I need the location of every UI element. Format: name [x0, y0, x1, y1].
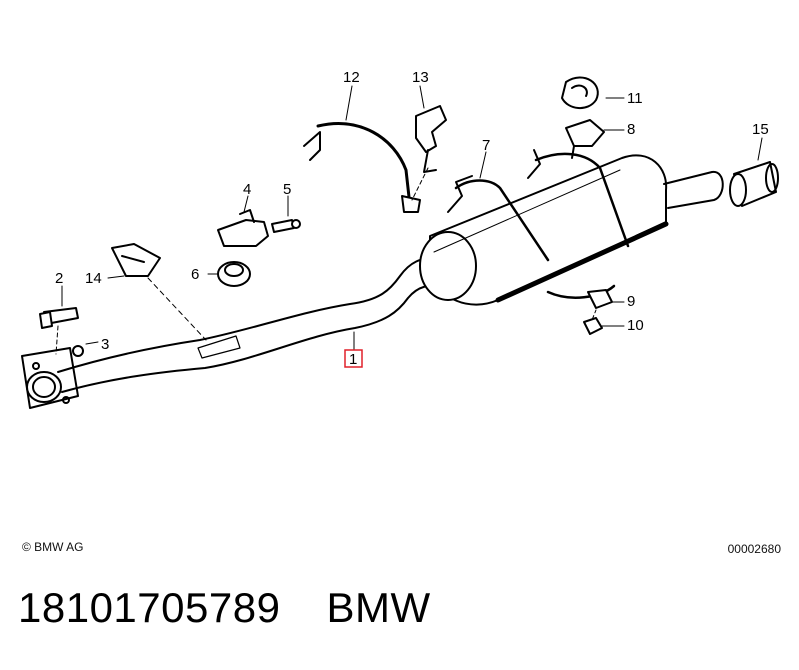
bracket-8 — [565, 119, 605, 159]
callout-6[interactable]: 6 — [191, 266, 199, 283]
nut-10 — [583, 317, 603, 335]
callout-14[interactable]: 14 — [85, 270, 102, 287]
sleeve-15 — [729, 161, 779, 207]
bracket-4 — [217, 209, 269, 247]
part-caption: 18101705789 BMW — [18, 584, 431, 632]
callout-1[interactable]: 1 — [349, 351, 357, 368]
callout-7[interactable]: 7 — [482, 137, 490, 154]
copyright-label: © BMW AG — [22, 540, 84, 554]
clip-14 — [111, 243, 161, 277]
bolt-2 — [39, 307, 79, 329]
exhaust-parts-diagram: 1 2 3 4 5 6 7 8 9 10 11 12 13 14 15 — [21, 69, 779, 409]
bracket-12 — [303, 122, 421, 213]
callout-10[interactable]: 10 — [627, 317, 644, 334]
bracket-13 — [415, 105, 447, 173]
rubber-mount-6 — [217, 261, 251, 287]
bolt-5 — [271, 219, 301, 233]
callout-1-highlight — [344, 349, 363, 368]
callout-15[interactable]: 15 — [752, 121, 769, 138]
clamp-11 — [561, 76, 599, 109]
front-flange — [21, 347, 79, 409]
hanger-straps — [447, 149, 630, 299]
muffler — [419, 154, 724, 306]
nut-3 — [72, 345, 84, 357]
document-number: 00002680 — [727, 542, 781, 556]
callout-8[interactable]: 8 — [627, 121, 635, 138]
callout-13[interactable]: 13 — [412, 69, 429, 86]
callout-11[interactable]: 11 — [627, 90, 643, 107]
leader-lines — [55, 85, 763, 355]
callout-3[interactable]: 3 — [101, 336, 109, 353]
callout-4[interactable]: 4 — [243, 181, 251, 198]
callout-5[interactable]: 5 — [283, 181, 291, 198]
brand-name: BMW — [326, 584, 431, 631]
bracket-9 — [587, 289, 613, 309]
callout-2[interactable]: 2 — [55, 270, 63, 287]
callout-9[interactable]: 9 — [627, 293, 635, 310]
exhaust-pipe — [57, 255, 449, 393]
callout-12[interactable]: 12 — [343, 69, 360, 86]
part-number: 18101705789 — [18, 584, 281, 631]
